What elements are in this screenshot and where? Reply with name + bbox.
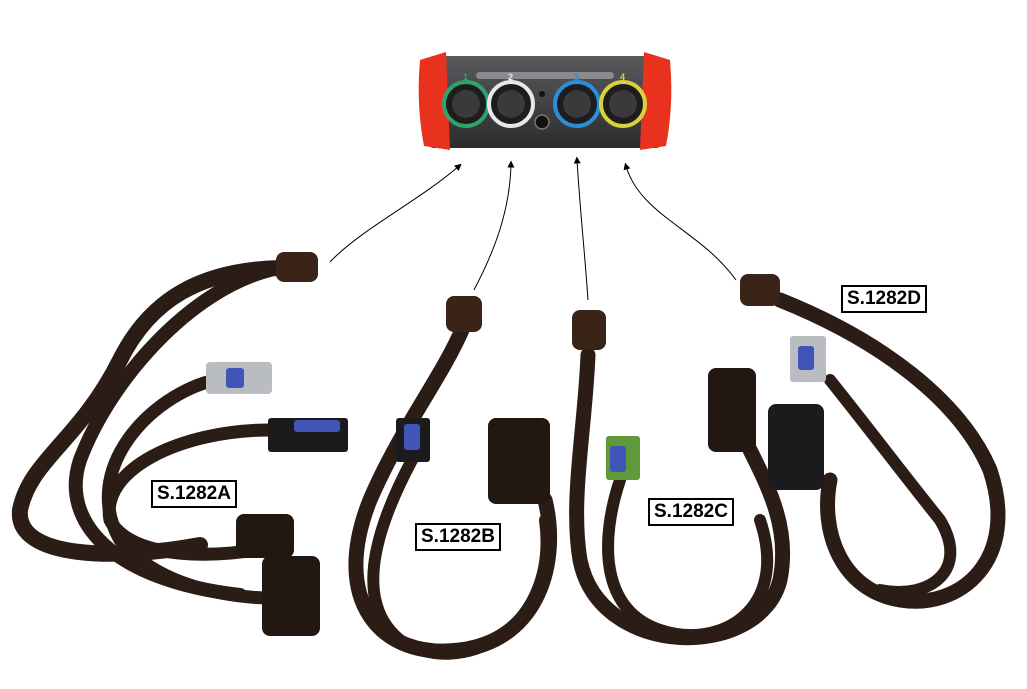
harness-d bbox=[772, 292, 1006, 609]
port-3: 3 bbox=[553, 72, 601, 128]
harness-d-connectors bbox=[740, 274, 826, 490]
port-4-number: 4 bbox=[620, 72, 625, 82]
port-3-number: 3 bbox=[574, 72, 579, 82]
harness-a-black-connector-latch bbox=[294, 420, 340, 432]
port-1-number: 1 bbox=[463, 72, 468, 82]
harness-a-large-boot-2 bbox=[262, 556, 320, 636]
harness-b-black-connector-latch bbox=[404, 424, 420, 450]
harness-d-label: S.1282D bbox=[841, 285, 927, 313]
harness-d-round-connector bbox=[740, 274, 780, 306]
harness-b-round-connector bbox=[446, 296, 482, 332]
harness-a-large-boot-1 bbox=[236, 514, 294, 558]
harness-a-grey-connector-latch bbox=[226, 368, 244, 388]
arrow-a bbox=[329, 163, 462, 263]
connection-arrows bbox=[329, 156, 737, 301]
harness-b bbox=[348, 322, 558, 660]
harness-d-grey-connector-latch bbox=[798, 346, 814, 370]
arrow-c bbox=[573, 156, 589, 301]
port-1: 1 bbox=[442, 72, 490, 128]
harness-a-label: S.1282A bbox=[151, 480, 237, 508]
harness-a-connectors bbox=[206, 252, 348, 636]
harness-b-label: S.1282B bbox=[415, 523, 501, 551]
port-2: 2 bbox=[487, 72, 535, 128]
power-socket bbox=[534, 114, 550, 130]
harness-c-label: S.1282C bbox=[648, 498, 734, 526]
harness-b-large-boot bbox=[488, 418, 550, 504]
harness-b-connectors bbox=[396, 296, 550, 504]
arrow-b bbox=[473, 160, 515, 291]
left-bumper bbox=[418, 52, 450, 150]
status-led bbox=[539, 91, 545, 97]
harness-c-green-connector-latch bbox=[610, 446, 626, 472]
harness-d-large-boot bbox=[768, 404, 824, 490]
harness-c-large-boot bbox=[708, 368, 756, 452]
harness-c-connectors bbox=[572, 310, 756, 480]
harness-c-round-connector bbox=[572, 310, 606, 350]
harness-a-round-connector bbox=[276, 252, 318, 282]
measurement-device: 1 2 3 4 bbox=[418, 52, 672, 150]
harness-a bbox=[11, 260, 297, 605]
right-bumper bbox=[640, 52, 672, 150]
port-4: 4 bbox=[599, 72, 647, 128]
port-2-number: 2 bbox=[508, 72, 513, 82]
arrow-d bbox=[623, 162, 737, 281]
harness-c bbox=[569, 347, 791, 646]
device-top-handle bbox=[476, 72, 614, 79]
